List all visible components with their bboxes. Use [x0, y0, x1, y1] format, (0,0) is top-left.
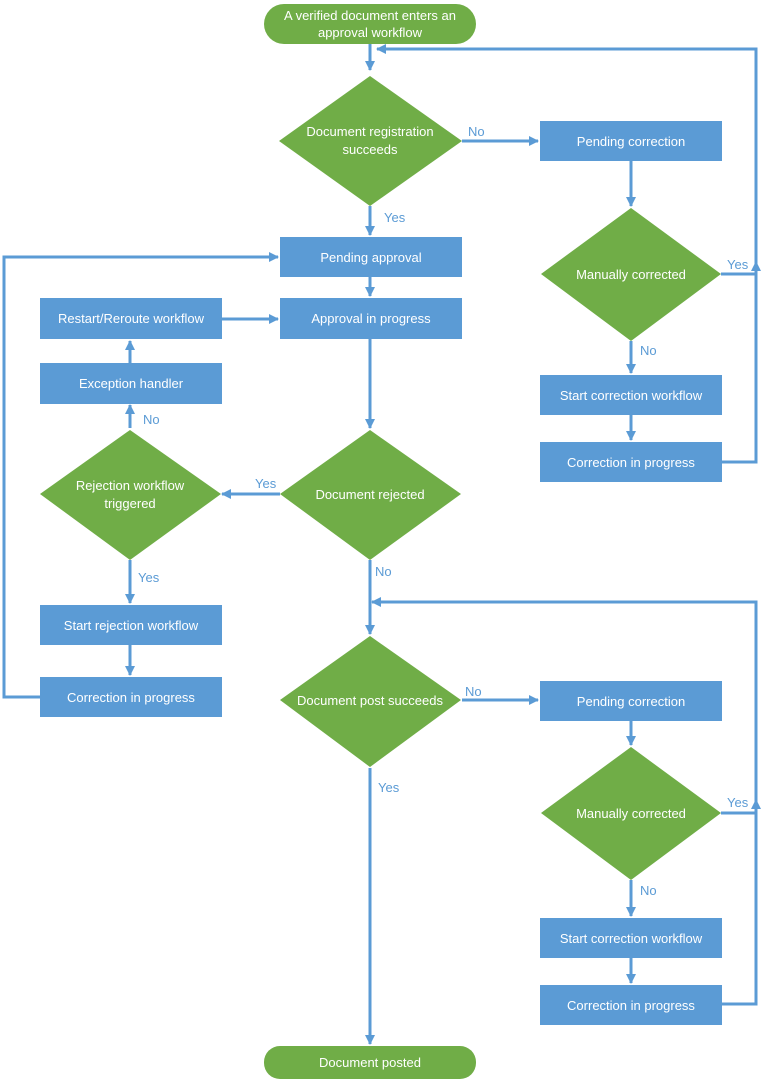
label-line-2: succeeds	[343, 142, 398, 157]
restart-reroute-box: Restart/Reroute workflow	[40, 298, 222, 339]
edge-label-registration-yes: Yes	[384, 210, 406, 225]
registration-decision: Document registration succeeds	[279, 76, 462, 206]
edge-label-rejected-yes: Yes	[255, 476, 277, 491]
document-rejected-decision: Document rejected	[280, 430, 461, 560]
start-rejection-label: Start rejection workflow	[64, 618, 199, 633]
correction-in-progress-2-label: Correction in progress	[567, 998, 695, 1013]
pending-approval-label: Pending approval	[320, 250, 421, 265]
label-line-1: Rejection workflow	[76, 478, 185, 493]
edge-label-manual-2-no: No	[640, 883, 657, 898]
connector-loop-right-bottom	[371, 597, 758, 1006]
pending-correction-1-label: Pending correction	[577, 134, 685, 149]
start-correction-box-2: Start correction workflow	[540, 918, 722, 958]
edge-label-rejection-yes: Yes	[138, 570, 160, 585]
post-decision-label: Document post succeeds	[297, 693, 443, 708]
manually-corrected-decision-2: Manually corrected	[541, 747, 721, 880]
manually-corrected-1-label: Manually corrected	[576, 267, 686, 282]
approval-in-progress-label: Approval in progress	[311, 311, 431, 326]
connectors	[2, 44, 761, 1045]
rejection-triggered-label: Rejection workflow triggered	[76, 478, 185, 511]
start-correction-1-label: Start correction workflow	[560, 388, 703, 403]
end-terminal: Document posted	[264, 1046, 476, 1079]
label-line-1: Document registration	[306, 124, 433, 139]
start-terminal-label: A verified document enters an approval wo…	[284, 8, 456, 40]
start-terminal: A verified document enters an approval wo…	[264, 4, 476, 44]
edge-label-rejected-no: No	[375, 564, 392, 579]
manually-corrected-decision-1: Manually corrected	[541, 208, 721, 341]
document-rejected-label: Document rejected	[315, 487, 424, 502]
edge-label-manual-1-no: No	[640, 343, 657, 358]
manually-corrected-2-label: Manually corrected	[576, 806, 686, 821]
pending-correction-box-1: Pending correction	[540, 121, 722, 161]
connector-loop-right-top	[376, 44, 758, 464]
start-rejection-box: Start rejection workflow	[40, 605, 222, 645]
edge-labels: No Yes Yes No No Yes Yes No No Yes Yes N…	[138, 124, 749, 898]
edge-label-post-yes: Yes	[378, 780, 400, 795]
correction-in-progress-box-left: Correction in progress	[40, 677, 222, 717]
exception-handler-label: Exception handler	[79, 376, 184, 391]
exception-handler-box: Exception handler	[40, 363, 222, 404]
label-line-2: triggered	[104, 496, 155, 511]
connector-progress-left-loop-to-pending-approval	[2, 252, 279, 699]
rejection-triggered-decision: Rejection workflow triggered	[40, 430, 221, 560]
correction-in-progress-box-1: Correction in progress	[540, 442, 722, 482]
restart-reroute-label: Restart/Reroute workflow	[58, 311, 205, 326]
approval-in-progress-box: Approval in progress	[280, 298, 462, 339]
pending-correction-2-label: Pending correction	[577, 694, 685, 709]
correction-in-progress-box-2: Correction in progress	[540, 985, 722, 1025]
edge-label-manual-1-yes: Yes	[727, 257, 749, 272]
start-correction-box-1: Start correction workflow	[540, 375, 722, 415]
start-correction-2-label: Start correction workflow	[560, 931, 703, 946]
edge-label-manual-2-yes: Yes	[727, 795, 749, 810]
edge-label-post-no: No	[465, 684, 482, 699]
edge-label-rejection-no: No	[143, 412, 160, 427]
pending-approval-box: Pending approval	[280, 237, 462, 277]
edge-label-registration-no: No	[468, 124, 485, 139]
correction-in-progress-1-label: Correction in progress	[567, 455, 695, 470]
correction-in-progress-left-label: Correction in progress	[67, 690, 195, 705]
registration-decision-label: Document registration succeeds	[306, 124, 433, 157]
label-line-1: A verified document enters an	[284, 8, 456, 23]
label-line-2: approval workflow	[318, 25, 423, 40]
pending-correction-box-2: Pending correction	[540, 681, 722, 721]
end-terminal-label: Document posted	[319, 1055, 421, 1070]
post-decision: Document post succeeds	[280, 636, 461, 767]
